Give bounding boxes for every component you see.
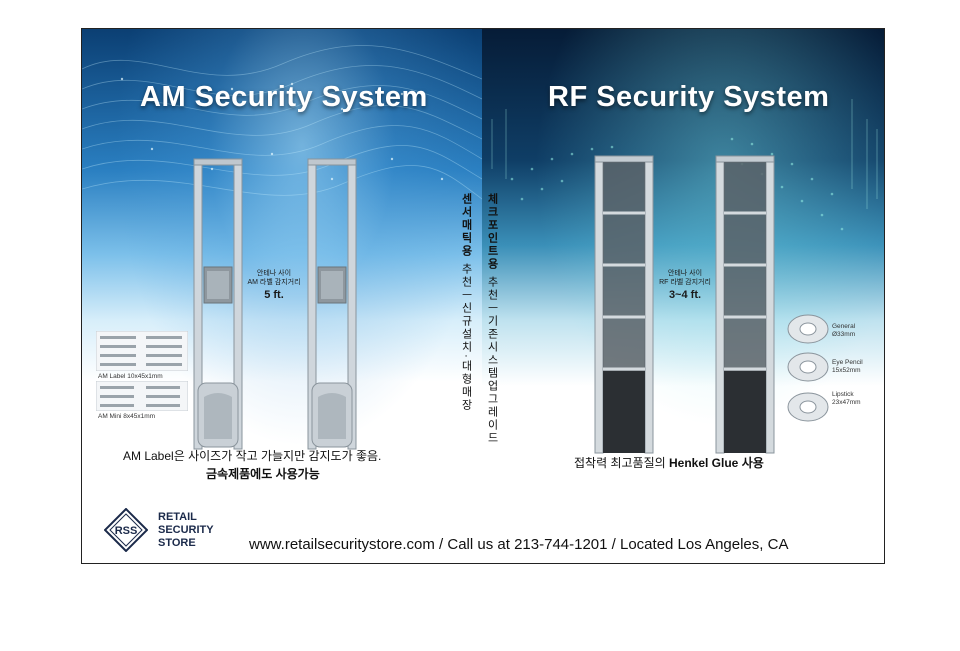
rss-logo-text: RSS [115,525,138,537]
am-antenna-gate-left [193,158,243,450]
am-range-line2: AM 라벨 감지거리 [247,279,301,286]
am-caption-main: AM Label은 사이즈가 작고 가늘지만 감지도가 좋음. [123,449,382,463]
brand-line-retail: RETAIL [158,511,197,523]
am-caption-metal: 금속제품에도 사용가능 [206,465,320,482]
roll-lipstick-name: Lipstick [832,391,854,398]
brand-line-store: STORE [158,537,196,549]
roll-general-size: Ø33mm [832,331,856,338]
rf-detection-range: 안테나 사이 RF 라벨 감지거리 3~4 ft. [654,269,716,301]
roll-lipstick: Lipstick 23x47mm [832,391,861,407]
sensormatic-label: 센서매틱용 [460,193,472,258]
am-label-caption: AM Label 10x45x1mm [98,373,163,380]
rss-logo-icon: RSS [104,508,148,552]
checkpoint-recommendation: 체크포인트용 추천ㅡ기존시스템업그레이드 [486,193,498,445]
am-panel: AM Security System 안테나 사이 AM 라벨 감지거리 5 f… [82,29,482,499]
am-antenna-gate-right [307,158,357,450]
digital-dots-graphic [491,99,878,231]
roll-lipstick-size: 23x47mm [832,399,861,406]
am-label-sheet [96,331,188,371]
contact-line: www.retailsecuritystore.com / Call us at… [249,536,789,553]
rf-caption-prefix: 접착력 최고품질의 [574,456,669,470]
rf-panel: RF Security System 안테나 [482,29,884,499]
roll-eye-pencil-size: 15x52mm [832,367,861,374]
rf-caption: 접착력 최고품질의 Henkel Glue 사용 [574,454,764,471]
rf-caption-bold: Henkel Glue 사용 [669,456,764,470]
am-range-line1: 안테나 사이 [256,270,292,277]
checkpoint-detail: 추천ㅡ기존시스템업그레이드 [486,276,498,446]
rf-range-line2: RF 라벨 감지거리 [659,279,711,286]
roll-eye-pencil-name: Eye Pencil [832,359,863,366]
footer: RSS RETAIL SECURITY STORE www.retailsecu… [82,499,884,563]
roll-eye-pencil: Eye Pencil 15x52mm [832,359,863,375]
am-caption-metal-text: 금속제품에도 사용가능 [206,467,320,481]
rf-range-line1: 안테나 사이 [667,270,703,277]
rf-antenna-gate-right [715,155,775,454]
wave-mesh-graphic [82,45,482,200]
am-title: AM Security System [140,81,428,113]
checkpoint-label: 체크포인트용 [486,193,498,271]
rf-title: RF Security System [548,81,830,113]
am-range-value: 5 ft. [264,289,284,301]
poster: AM Security System 안테나 사이 AM 라벨 감지거리 5 f… [81,28,885,564]
sensormatic-detail: 추천ㅡ신규설치·대형매장 [460,263,472,412]
brand-name: RETAIL SECURITY STORE [158,511,214,550]
rf-range-value: 3~4 ft. [668,289,702,301]
am-detection-range: 안테나 사이 AM 라벨 감지거리 5 ft. [242,269,306,301]
am-mini-sheet [96,381,188,411]
sensormatic-recommendation: 센서매틱용 추천ㅡ신규설치·대형매장 [460,193,472,412]
roll-general: General Ø33mm [832,323,855,339]
am-mini-caption: AM Mini 8x45x1mm [98,413,156,420]
rf-label-rolls [787,314,829,422]
brand-line-security: SECURITY [158,524,214,536]
rf-antenna-gate-left [594,155,654,454]
roll-general-name: General [832,323,856,330]
